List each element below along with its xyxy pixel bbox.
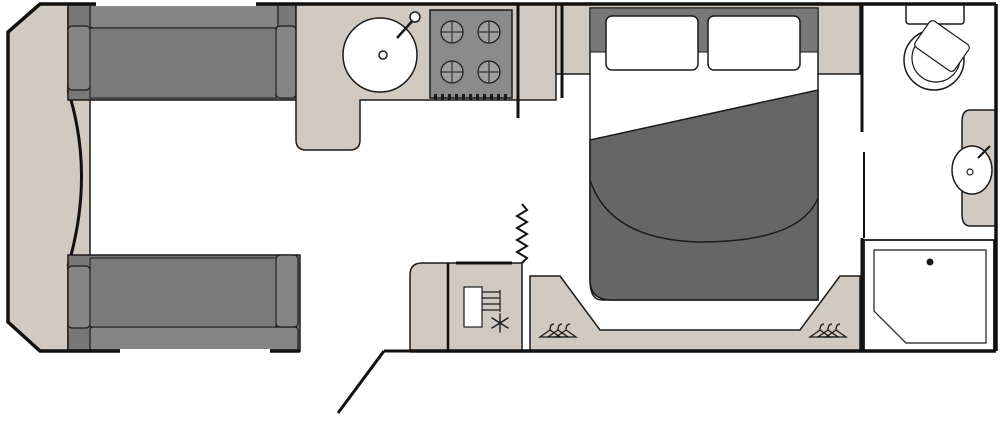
basin-tap — [977, 145, 991, 159]
tap-head — [409, 11, 421, 23]
fridge-body — [463, 286, 483, 328]
entrance — [336, 203, 529, 414]
shower-tray — [873, 249, 987, 344]
basin-drain — [966, 168, 974, 176]
sink-icon — [342, 11, 421, 93]
coat-hanger-icon — [807, 323, 849, 338]
entrance-door — [336, 350, 386, 414]
toilet-lid — [914, 20, 970, 72]
sofa-cushion — [89, 257, 277, 328]
duvet-fold — [589, 179, 819, 243]
sofa-backrest — [89, 3, 279, 29]
pillow-right — [707, 15, 801, 71]
shower-tray-icon — [863, 239, 995, 352]
sofa-arm-left — [67, 265, 91, 329]
sofa-backrest — [89, 326, 299, 352]
sofa-top — [67, 3, 297, 101]
folding-partition — [515, 203, 529, 264]
outer-walls — [6, 2, 998, 353]
snowflake-icon — [491, 313, 509, 333]
kitchen — [295, 3, 557, 151]
shower-drain — [926, 258, 934, 266]
coat-hanger-icon — [537, 323, 579, 338]
sofa-arm-right — [275, 254, 299, 328]
front-lounge — [7, 2, 301, 353]
sofa-arm-left — [67, 25, 91, 91]
bed-duvet — [589, 89, 819, 301]
pillow-left — [605, 15, 699, 71]
front-wall — [6, 2, 120, 353]
sofa-cushion — [89, 27, 277, 99]
washroom — [863, 3, 997, 352]
fridge-icon — [463, 286, 501, 328]
washbasin-icon — [951, 109, 997, 227]
hob-plate — [429, 9, 513, 99]
bedroom — [529, 3, 865, 352]
toilet-icon — [903, 3, 970, 91]
front-seat-edge — [66, 89, 83, 267]
sink-drain — [378, 50, 388, 60]
sofa-arm-right — [275, 25, 297, 99]
sofa-bottom — [67, 254, 301, 352]
hob-icon — [429, 9, 513, 100]
